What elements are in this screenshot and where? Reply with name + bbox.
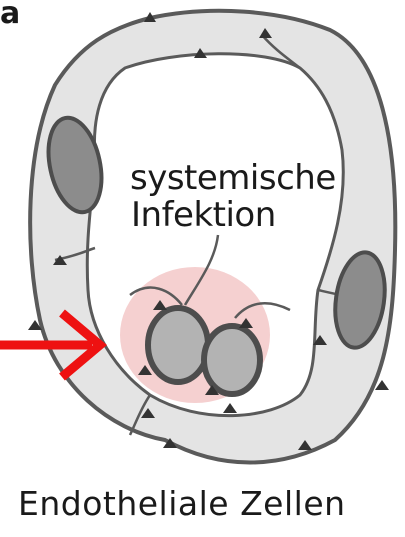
annotation-line-2: Infektion xyxy=(131,195,276,235)
infected-cell xyxy=(148,308,208,382)
figure-caption: Endotheliale Zellen xyxy=(18,484,346,523)
infected-cell xyxy=(204,326,260,394)
annotation-line-1: systemische xyxy=(130,158,336,198)
panel-label: a xyxy=(0,0,20,31)
